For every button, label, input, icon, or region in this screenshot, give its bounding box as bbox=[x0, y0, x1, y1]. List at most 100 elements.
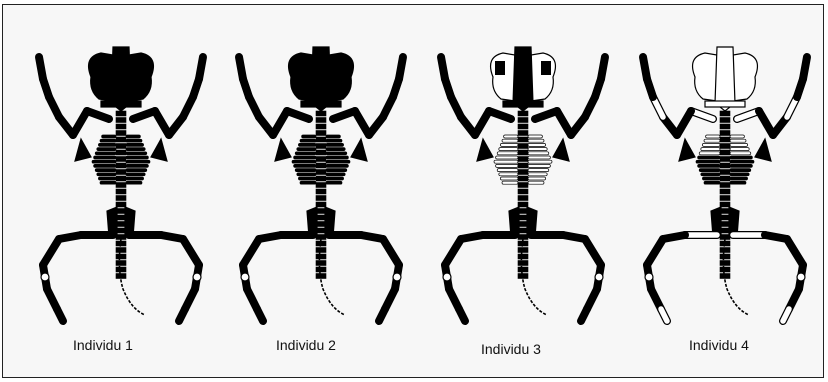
knee-joint-right bbox=[193, 273, 201, 281]
skull-right-half bbox=[733, 53, 757, 101]
vertebra bbox=[316, 261, 326, 266]
vertebra bbox=[720, 248, 730, 253]
knee-joint-left bbox=[41, 273, 49, 281]
skull-right-half bbox=[129, 53, 153, 101]
jaw bbox=[705, 101, 745, 107]
rib-left bbox=[702, 143, 720, 146]
vertebra bbox=[720, 189, 730, 194]
rib-right bbox=[326, 160, 350, 163]
vertebra bbox=[316, 170, 326, 175]
rib-right bbox=[730, 148, 749, 151]
skeleton-diagram bbox=[423, 39, 623, 329]
scapula-left bbox=[679, 139, 695, 161]
rib-right bbox=[528, 143, 546, 146]
vertebra bbox=[518, 189, 528, 194]
vertebra bbox=[518, 261, 528, 266]
vertebra bbox=[518, 176, 528, 181]
knee-joint-left bbox=[241, 273, 249, 281]
rib-right bbox=[126, 148, 145, 151]
rib-left bbox=[95, 169, 116, 172]
rib-right bbox=[730, 143, 748, 146]
skull bbox=[693, 47, 758, 111]
rib-right bbox=[126, 135, 140, 138]
rib-right bbox=[528, 164, 550, 167]
rib-right bbox=[730, 156, 752, 159]
vertebra bbox=[116, 170, 126, 175]
vertebra bbox=[316, 176, 326, 181]
vertebra bbox=[116, 254, 126, 259]
individual-label-4: Individu 4 bbox=[689, 337, 749, 353]
hindlimb-right-bone-fill bbox=[183, 239, 199, 265]
rib-right bbox=[528, 148, 547, 151]
skeleton-panel-1 bbox=[21, 39, 221, 329]
rib-left bbox=[699, 169, 720, 172]
rib-left bbox=[98, 143, 116, 146]
rib-right bbox=[126, 173, 145, 176]
vertebra bbox=[518, 183, 528, 188]
rib-right bbox=[528, 135, 542, 138]
scapula-right bbox=[151, 139, 167, 161]
vertebra bbox=[518, 170, 528, 175]
rib-right bbox=[126, 169, 147, 172]
rib-left bbox=[298, 177, 316, 180]
vertebra bbox=[316, 267, 326, 272]
rib-right bbox=[326, 173, 345, 176]
skull bbox=[289, 47, 354, 111]
vertebra bbox=[316, 118, 326, 123]
rib-right bbox=[326, 177, 344, 180]
rib-right bbox=[730, 181, 746, 184]
rib-right bbox=[528, 156, 550, 159]
skull-left-half bbox=[693, 53, 717, 101]
rib-left bbox=[494, 160, 518, 163]
individual-label-3: Individu 3 bbox=[481, 341, 541, 357]
rib-right bbox=[126, 160, 150, 163]
rib-left bbox=[496, 164, 518, 167]
skull-right-half bbox=[329, 53, 353, 101]
rib-left bbox=[297, 173, 316, 176]
rib-right bbox=[326, 181, 342, 184]
rib-left bbox=[701, 173, 720, 176]
rib-right bbox=[528, 160, 552, 163]
vertebra bbox=[316, 137, 326, 142]
jaw bbox=[101, 101, 141, 107]
rib-right bbox=[730, 177, 748, 180]
individual-label-1: Individu 1 bbox=[73, 337, 133, 353]
rib-left bbox=[496, 156, 518, 159]
vertebra bbox=[720, 144, 730, 149]
vertebra bbox=[518, 248, 528, 253]
scapula-left bbox=[275, 139, 291, 161]
rib-left bbox=[500, 143, 518, 146]
rib-left bbox=[102, 135, 116, 138]
vertebra bbox=[720, 163, 730, 168]
vertebra bbox=[316, 254, 326, 259]
vertebra bbox=[518, 196, 528, 201]
rib-right bbox=[326, 139, 342, 142]
rib-right bbox=[528, 139, 544, 142]
figure-frame: Individu 1 Individu 2 Individu 3 Individ… bbox=[2, 4, 824, 378]
vertebra bbox=[720, 124, 730, 129]
rib-left bbox=[100, 181, 116, 184]
rib-left bbox=[97, 173, 116, 176]
rib-right bbox=[126, 143, 144, 146]
scapula-right bbox=[755, 139, 771, 161]
skeleton-panel-3 bbox=[423, 39, 623, 329]
rib-right bbox=[730, 135, 744, 138]
rib-right bbox=[126, 177, 144, 180]
vertebra bbox=[116, 157, 126, 162]
vertebra bbox=[518, 131, 528, 136]
vertebra bbox=[116, 189, 126, 194]
vertebra bbox=[720, 111, 730, 116]
rib-right bbox=[326, 143, 344, 146]
hindlimb-left-bone-fill bbox=[445, 239, 461, 265]
rib-left bbox=[100, 139, 116, 142]
vertebra bbox=[116, 248, 126, 253]
skull-left-half bbox=[89, 53, 113, 101]
rib-right bbox=[326, 152, 347, 155]
vertebra bbox=[116, 111, 126, 116]
vertebra bbox=[316, 196, 326, 201]
vertebra bbox=[116, 118, 126, 123]
rib-left bbox=[98, 177, 116, 180]
rib-left bbox=[95, 152, 116, 155]
rib-right bbox=[730, 169, 751, 172]
vertebra bbox=[720, 170, 730, 175]
